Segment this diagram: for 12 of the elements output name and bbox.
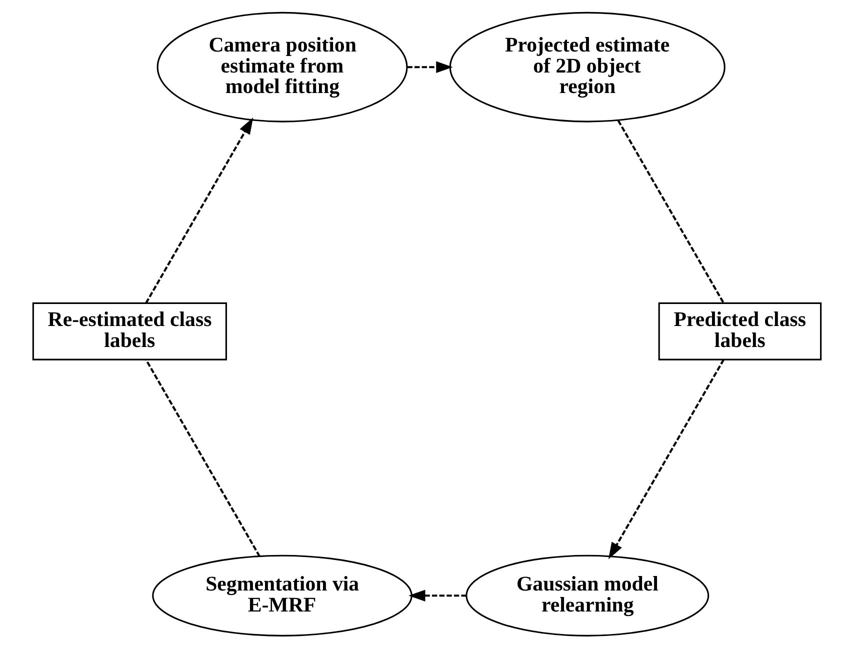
node-box: Re-estimated class labels	[32, 302, 227, 360]
arrow	[145, 118, 254, 304]
arrow	[408, 590, 466, 602]
node-ellipse: Gaussian model relearning	[466, 554, 710, 636]
arrow	[608, 359, 725, 560]
node-ellipse: Segmentation via E-MRF	[152, 554, 412, 636]
arrow	[407, 61, 453, 73]
connector	[617, 120, 725, 304]
node-box: Predicted class labels	[658, 302, 822, 360]
node-ellipse: Camera position estimate from model fitting	[156, 12, 408, 122]
connector	[145, 359, 260, 557]
node-ellipse: Projected estimate of 2D object region	[449, 12, 726, 122]
